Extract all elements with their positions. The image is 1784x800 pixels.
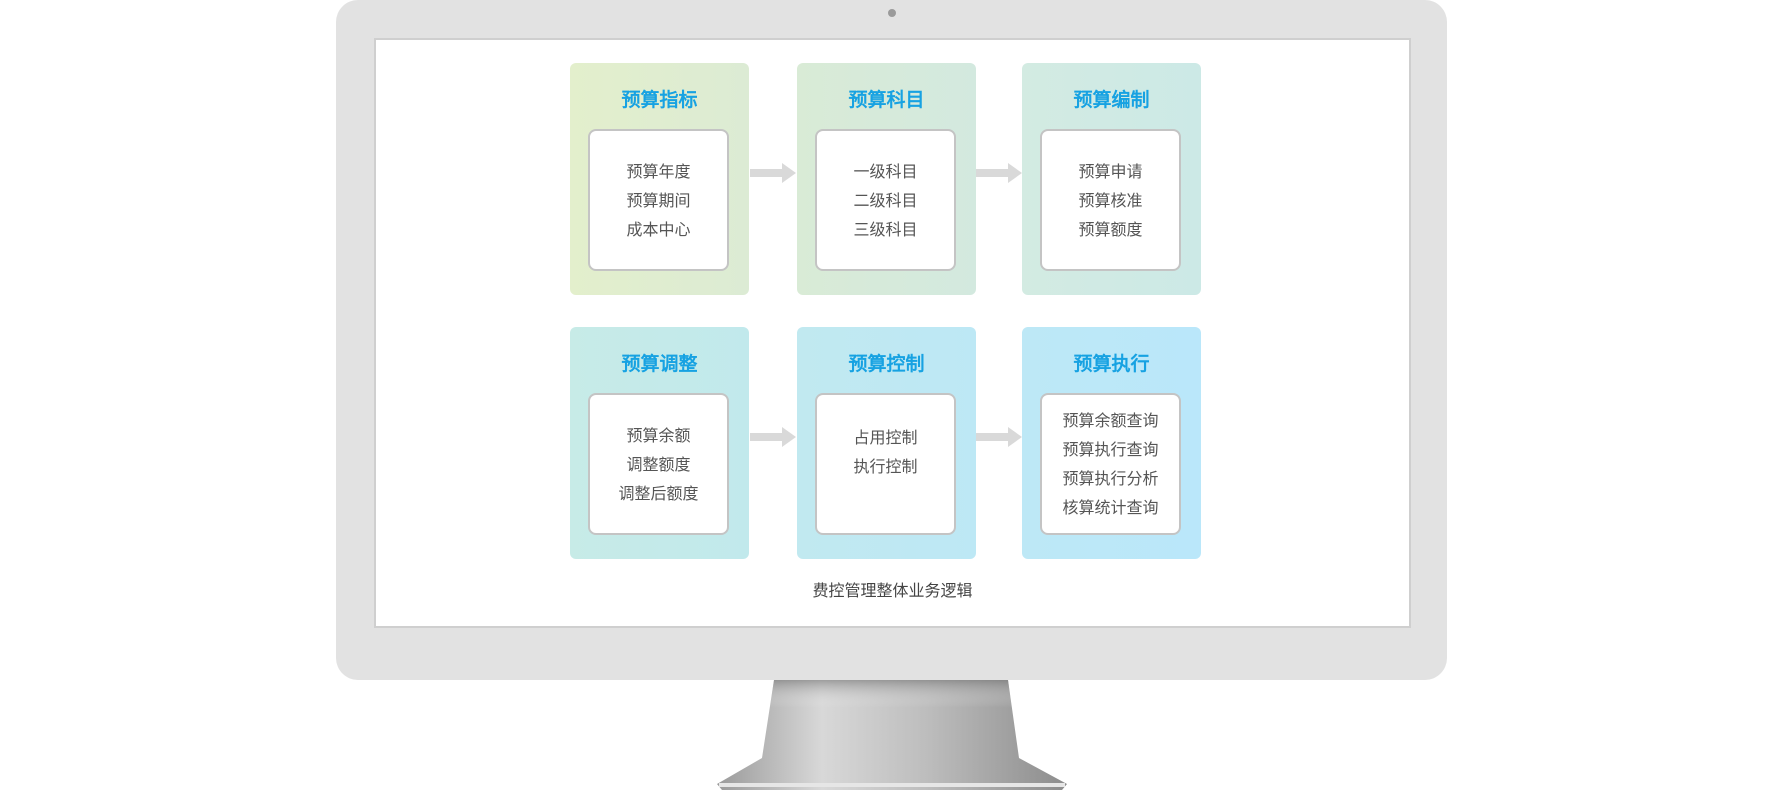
card-budget-control: 预算控制 占用控制 执行控制: [797, 327, 976, 559]
card-budget-preparation: 预算编制 预算申请 预算核准 预算额度: [1022, 63, 1201, 295]
card-item: 预算申请: [1078, 161, 1143, 181]
card-items: 一级科目 二级科目 三级科目: [815, 129, 956, 271]
card-items: 预算余额 调整额度 调整后额度: [588, 393, 729, 535]
card-item: 预算年度: [626, 161, 691, 181]
card-item: 预算期间: [626, 190, 691, 210]
card-title: 预算指标: [621, 89, 698, 111]
camera-icon: [888, 9, 896, 17]
card-item: 预算核准: [1078, 190, 1143, 210]
card-title: 预算科目: [848, 89, 925, 111]
arrow-right-icon: [976, 163, 1022, 183]
card-item: 核算统计查询: [1062, 498, 1159, 517]
card-item: 三级科目: [853, 219, 918, 239]
arrow-right-icon: [976, 427, 1022, 447]
card-budget-indicator: 预算指标 预算年度 预算期间 成本中心: [570, 63, 749, 295]
card-budget-adjustment: 预算调整 预算余额 调整额度 调整后额度: [570, 327, 749, 559]
card-budget-subject: 预算科目 一级科目 二级科目 三级科目: [797, 63, 976, 295]
card-item: 预算执行分析: [1062, 469, 1159, 488]
card-item: 预算额度: [1078, 219, 1143, 239]
card-title: 预算执行: [1073, 353, 1150, 375]
card-item: 成本中心: [626, 219, 691, 239]
diagram-caption: 费控管理整体业务逻辑: [812, 581, 973, 600]
card-item: 预算执行查询: [1062, 440, 1159, 459]
card-items: 预算申请 预算核准 预算额度: [1040, 129, 1181, 271]
card-title: 预算控制: [848, 353, 925, 375]
card-items: 预算年度 预算期间 成本中心: [588, 129, 729, 271]
card-item: 预算余额: [626, 425, 691, 445]
card-item: 调整后额度: [618, 483, 699, 503]
card-title: 预算编制: [1073, 89, 1150, 111]
card-title: 预算调整: [621, 353, 698, 375]
card-item: 执行控制: [853, 457, 918, 476]
card-item: 一级科目: [853, 161, 918, 181]
monitor-stand: [717, 680, 1067, 790]
card-item: 预算余额查询: [1062, 411, 1159, 430]
arrow-right-icon: [750, 163, 796, 183]
card-item: 调整额度: [626, 454, 691, 474]
card-items: 预算余额查询 预算执行查询 预算执行分析 核算统计查询: [1040, 393, 1181, 535]
arrow-right-icon: [750, 427, 796, 447]
card-item: 二级科目: [853, 190, 918, 210]
card-budget-execution: 预算执行 预算余额查询 预算执行查询 预算执行分析 核算统计查询: [1022, 327, 1201, 559]
card-item: 占用控制: [853, 428, 918, 447]
card-items: 占用控制 执行控制: [815, 393, 956, 535]
